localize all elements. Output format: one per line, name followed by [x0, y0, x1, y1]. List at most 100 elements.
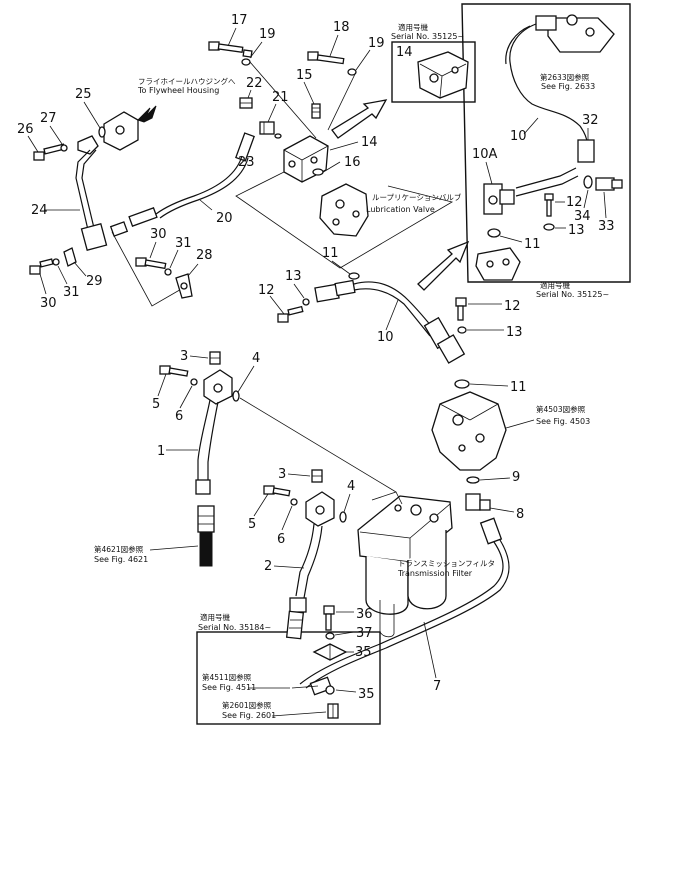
pipe-20-fitting [109, 207, 158, 237]
label-17: 17 [231, 13, 248, 28]
clip-35a [312, 643, 348, 661]
hose-10-end-right [423, 316, 466, 364]
label-14: 14 [361, 135, 378, 150]
fitting-3b [311, 469, 323, 483]
bolt-36 [323, 605, 335, 631]
block-14 [283, 135, 329, 183]
flange-2 [305, 491, 335, 527]
label-30b: 30 [40, 296, 57, 311]
oring-9 [466, 476, 480, 484]
bolt-26-27 [33, 135, 99, 161]
label-4b: 4 [347, 479, 355, 494]
washer-6b [290, 498, 298, 506]
pipe-1 [197, 399, 211, 484]
washer-19a [241, 58, 251, 66]
hose-4621 [197, 505, 215, 567]
inset-label-33: 33 [598, 219, 615, 234]
label-20: 20 [216, 211, 233, 226]
fitting-22 [239, 97, 253, 109]
transfilter-jp: トランスミッションフィルタ [398, 559, 495, 568]
bolt-12a [277, 305, 304, 323]
clamp-28 [175, 273, 193, 299]
label-16: 16 [344, 155, 361, 170]
clamp-29 [63, 247, 77, 267]
label-5a: 5 [152, 397, 160, 412]
label-6a: 6 [175, 409, 183, 424]
label-22: 22 [246, 76, 263, 91]
inset-label-12: 12 [566, 195, 583, 210]
inset-right-fitting-10a [483, 183, 515, 215]
arrow-to-right-inset [417, 240, 470, 291]
washer-13b [457, 326, 467, 334]
label-26: 26 [17, 122, 34, 137]
label-25: 25 [75, 87, 92, 102]
inset-right-oring-11 [487, 228, 501, 238]
label-29: 29 [86, 274, 103, 289]
label-28: 28 [196, 248, 213, 263]
fitting-15 [311, 103, 321, 119]
valve-leader-lines [235, 171, 454, 269]
leader-4a-filter [239, 397, 397, 493]
oring-11b [454, 379, 470, 389]
inset-label-14: 14 [396, 45, 413, 60]
filter-leader [371, 491, 403, 505]
label-35a: 35 [355, 645, 372, 660]
flywheel-jp: フライホイールハウジングへ [138, 76, 236, 86]
inset-top-jp: 適用号機 [398, 22, 428, 32]
hose-10-end-left [314, 279, 356, 303]
label-30a: 30 [150, 227, 167, 242]
arrow-to-top-inset [331, 99, 388, 139]
fitting-3a [209, 351, 221, 365]
label-7: 7 [433, 679, 441, 694]
inset-block-14 [417, 51, 469, 99]
inset-label-34: 34 [574, 209, 591, 224]
washer-13a [302, 298, 310, 306]
inset-right-serial: Serial No. 35125~ [536, 290, 609, 299]
lubvalve-en: Lubrication Valve [366, 205, 435, 214]
oring-16 [312, 168, 324, 176]
flywheel-en: To Flywheel Housing [137, 86, 219, 95]
fig2601-jp: 第2601図参照 [222, 700, 272, 710]
label-37: 37 [356, 626, 373, 641]
label-35b: 35 [358, 687, 375, 702]
bolt-17 [208, 41, 253, 58]
lubvalve-jp: ループリケーションバルブ [372, 192, 462, 202]
inset-right-frame [461, 3, 631, 283]
pipe-2 [295, 523, 315, 597]
fig2601-en: See Fig. 2601 [222, 711, 276, 720]
label-31b: 31 [63, 285, 80, 300]
fig4621-jp: 第4621図参照 [94, 544, 144, 554]
washer-6a [190, 378, 198, 386]
inset-top-serial: Serial No. 35125~ [391, 32, 464, 41]
oring-4b [339, 511, 347, 523]
inset-label-10: 10 [510, 129, 527, 144]
nut-21 [259, 121, 282, 139]
label-21: 21 [272, 90, 289, 105]
inset-right-hose [509, 23, 589, 157]
hose-7-end [479, 517, 503, 545]
flange-1 [203, 369, 233, 405]
inset-label-11: 11 [524, 237, 541, 252]
bolt-18 [307, 51, 357, 76]
inset-label-10a: 10A [472, 147, 498, 162]
inset-bottom-jp: 適用号機 [200, 612, 230, 622]
label-19b: 19 [368, 36, 385, 51]
label-2: 2 [264, 559, 272, 574]
label-24: 24 [31, 203, 48, 218]
label-4a: 4 [252, 351, 260, 366]
label-6b: 6 [277, 532, 285, 547]
fig4621-en: See Fig. 4621 [94, 555, 148, 564]
hose-7 [299, 541, 504, 685]
inset-right-oring-13 [543, 223, 555, 231]
inset-bottom-serial: Serial No. 35184~ [198, 623, 271, 632]
pipe-20 [155, 155, 243, 215]
bolt-12b [455, 297, 467, 321]
inset-right-fig-jp: 第2633図参照 [540, 72, 590, 82]
inset-right-bolt-12 [544, 193, 554, 217]
label-11a: 11 [322, 246, 339, 261]
label-10: 10 [377, 330, 394, 345]
label-13b: 13 [506, 325, 523, 340]
pipe-20-leader [111, 231, 191, 307]
pipe-2-fitting [285, 597, 307, 640]
